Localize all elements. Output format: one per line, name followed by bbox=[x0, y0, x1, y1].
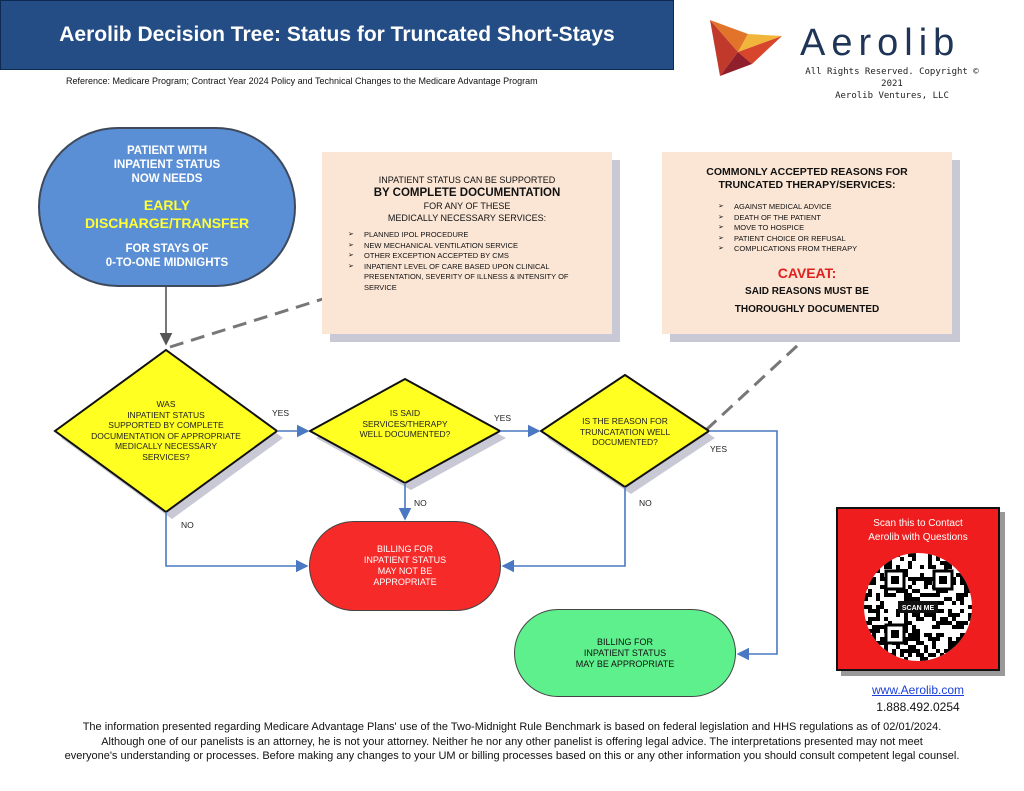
arrow-d3-yes bbox=[709, 430, 778, 661]
decision-1-line: SERVICES? bbox=[142, 451, 190, 462]
note2-title-2: TRUNCATED THERAPY/SERVICES: bbox=[718, 179, 896, 191]
yes-label-1: YES bbox=[272, 408, 290, 418]
outcome-green-line: MAY BE APPROPRIATE bbox=[575, 658, 675, 669]
decision-1-line: INPATIENT STATUS bbox=[127, 409, 205, 420]
reference-text: Reference: Medicare Program; Contract Ye… bbox=[66, 76, 538, 86]
note1-bold: BY COMPLETE DOCUMENTATION bbox=[373, 187, 561, 199]
decision-1-line: DOCUMENTATION OF APPROPRIATE bbox=[91, 430, 241, 441]
decision-3-line: DOCUMENTED? bbox=[592, 437, 658, 447]
company-name: Aerolib Ventures, LLC bbox=[835, 91, 949, 101]
callout-line-documentation bbox=[169, 296, 327, 349]
note1-line-3: MEDICALLY NECESSARY SERVICES: bbox=[387, 213, 547, 223]
outcome-appropriate: BILLING FOR INPATIENT STATUS MAY BE APPR… bbox=[514, 609, 736, 697]
qr-title-line-1: Scan this to Contact bbox=[873, 518, 963, 529]
list-item: COMPLICATIONS FROM THERAPY bbox=[716, 244, 936, 255]
qr-code-icon: SCAN ME bbox=[864, 553, 972, 661]
list-item: DEATH OF THE PATIENT bbox=[716, 213, 936, 224]
start-line-4: FOR STAYS OF bbox=[125, 243, 209, 255]
qr-contact-box: Scan this to Contact Aerolib with Questi… bbox=[836, 507, 1000, 671]
no-label-3: NO bbox=[639, 498, 652, 508]
decision-3-text: IS THE REASON FOR TRUNCATATION WELL DOCU… bbox=[560, 416, 690, 448]
note1-line-2: FOR ANY OF THESE bbox=[423, 201, 511, 211]
callout-line-reasons bbox=[704, 343, 800, 432]
outcome-red-line: BILLING FOR bbox=[376, 544, 433, 554]
decision-2-line: SERVICES/THERAPY bbox=[362, 418, 448, 429]
copyright-text: All Rights Reserved. Copyright © 2021 bbox=[805, 67, 979, 89]
arrow-d1-no bbox=[165, 512, 309, 573]
start-line-5: 0-TO-ONE MIDNIGHTS bbox=[105, 257, 229, 269]
decision-2-line: IS SAID bbox=[389, 408, 421, 418]
note1-line-1: INPATIENT STATUS CAN BE SUPPORTED bbox=[378, 175, 556, 185]
disclaimer-footer: The information presented regarding Medi… bbox=[20, 720, 1004, 764]
qr-title-line-2: Aerolib with Questions bbox=[868, 532, 968, 543]
website-link[interactable]: www.Aerolib.com bbox=[871, 683, 965, 697]
list-item: PLANNED IPOL PROCEDURE bbox=[346, 230, 588, 241]
decision-2-line: WELL DOCUMENTED? bbox=[359, 429, 451, 439]
origami-bird-logo-icon bbox=[710, 20, 782, 76]
no-label-1: NO bbox=[181, 520, 194, 530]
outcome-green-line: BILLING FOR bbox=[596, 636, 653, 647]
decision-1-text: WAS INPATIENT STATUS SUPPORTED BY COMPLE… bbox=[76, 399, 256, 462]
decision-1-line: SUPPORTED BY COMPLETE bbox=[108, 420, 224, 430]
footer-line-2: Although one of our panelists is an atto… bbox=[101, 735, 923, 748]
list-item: INPATIENT LEVEL OF CARE BASED UPON CLINI… bbox=[346, 262, 588, 294]
list-item: NEW MECHANICAL VENTILATION SERVICE bbox=[346, 241, 588, 252]
list-item: PATIENT CHOICE OR REFUSAL bbox=[716, 234, 936, 245]
arrow-d3-no bbox=[501, 487, 626, 573]
phone-number: 1.888.492.0254 bbox=[876, 700, 960, 714]
outcome-not-appropriate: BILLING FOR INPATIENT STATUS MAY NOT BE … bbox=[309, 521, 501, 611]
qr-badge: SCAN ME bbox=[902, 605, 935, 612]
decision-3-line: IS THE REASON FOR bbox=[582, 416, 668, 426]
start-emphasis-2: DISCHARGE/TRANSFER bbox=[84, 215, 250, 231]
start-emphasis-1: EARLY bbox=[143, 197, 191, 213]
list-item: MOVE TO HOSPICE bbox=[716, 223, 936, 234]
note1-list: PLANNED IPOL PROCEDURE NEW MECHANICAL VE… bbox=[346, 230, 588, 293]
page-title: Aerolib Decision Tree: Status for Trunca… bbox=[59, 23, 615, 46]
caveat-line-2: THOROUGHLY DOCUMENTED bbox=[734, 303, 880, 315]
outcome-red-line: MAY NOT BE bbox=[377, 566, 433, 576]
outcome-red-line: INPATIENT STATUS bbox=[363, 555, 447, 565]
title-banner: Aerolib Decision Tree: Status for Trunca… bbox=[0, 0, 674, 70]
decision-1-line: WAS bbox=[156, 399, 176, 409]
decision-1-line: MEDICALLY NECESSARY bbox=[114, 441, 218, 451]
caveat-line-1: SAID REASONS MUST BE bbox=[745, 285, 869, 297]
footer-line-3: everyone's understanding or processes. B… bbox=[64, 750, 960, 762]
start-line-1: PATIENT WITH bbox=[126, 145, 208, 157]
start-line-3: NOW NEEDS bbox=[131, 173, 203, 185]
start-node: PATIENT WITH INPATIENT STATUS NOW NEEDS … bbox=[38, 127, 296, 287]
qr-title: Scan this to Contact Aerolib with Questi… bbox=[838, 517, 998, 545]
outcome-green-line: INPATIENT STATUS bbox=[583, 647, 667, 658]
footer-line-1: The information presented regarding Medi… bbox=[82, 721, 942, 733]
decision-3-line: TRUNCATATION WELL bbox=[579, 426, 671, 437]
list-item: AGAINST MEDICAL ADVICE bbox=[716, 202, 936, 213]
yes-label-2: YES bbox=[494, 413, 512, 423]
qr-code[interactable]: SCAN ME bbox=[864, 553, 972, 661]
reasons-note: COMMONLY ACCEPTED REASONS FOR TRUNCATED … bbox=[662, 152, 952, 334]
note2-title-1: COMMONLY ACCEPTED REASONS FOR bbox=[706, 166, 908, 178]
yes-label-3: YES bbox=[710, 444, 728, 454]
decision-2-text: IS SAID SERVICES/THERAPY WELL DOCUMENTED… bbox=[335, 408, 475, 440]
list-item: OTHER EXCEPTION ACCEPTED BY CMS bbox=[346, 251, 588, 262]
outcome-red-line: APPROPRIATE bbox=[373, 577, 437, 587]
note2-list: AGAINST MEDICAL ADVICE DEATH OF THE PATI… bbox=[716, 202, 936, 255]
start-line-2: INPATIENT STATUS bbox=[113, 159, 221, 171]
documentation-note: INPATIENT STATUS CAN BE SUPPORTED BY COM… bbox=[322, 152, 612, 334]
no-label-2: NO bbox=[414, 498, 427, 508]
brand-name: Aerolib bbox=[800, 22, 961, 64]
caveat-title: CAVEAT: bbox=[777, 264, 837, 281]
copyright-block: All Rights Reserved. Copyright © 2021 Ae… bbox=[792, 66, 992, 102]
